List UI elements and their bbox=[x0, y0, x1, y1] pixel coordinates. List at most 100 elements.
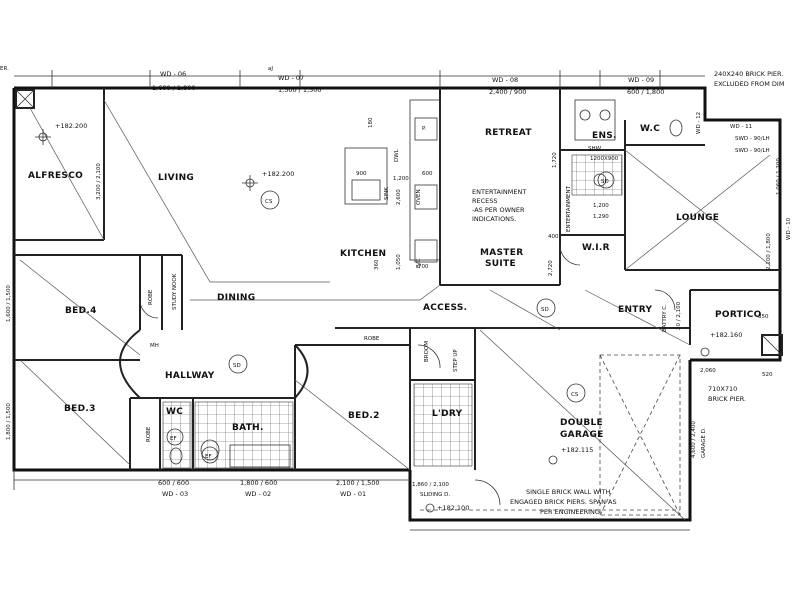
level-alfresco: +182.200 bbox=[55, 122, 87, 130]
smoke-detector-1 bbox=[228, 354, 248, 374]
label-garage-word: GARAGE D. bbox=[701, 427, 707, 458]
note-pier-710-2: BRICK PIER. bbox=[708, 395, 746, 403]
label-ent-recess: ENTERTAINMENT bbox=[566, 185, 572, 232]
brick-pier-710 bbox=[761, 334, 783, 356]
label-oven: OVEN bbox=[416, 189, 422, 205]
room-wc: W.C bbox=[640, 124, 660, 134]
room-entry: ENTRY bbox=[618, 305, 652, 315]
door-sliding-size: 1,860 / 2,100 bbox=[412, 482, 449, 488]
label-cs1: CS bbox=[265, 199, 273, 205]
note-entertain-4: INDICATIONS. bbox=[472, 215, 516, 223]
label-sd3: SD bbox=[601, 179, 609, 185]
dim-1290: 1,290 bbox=[593, 214, 609, 220]
label-battery: BATTRY C. bbox=[662, 304, 668, 332]
label-bc: B/C bbox=[416, 258, 422, 268]
garage-door-outline bbox=[599, 354, 681, 516]
window-wd09: WD - 09 bbox=[628, 76, 654, 84]
toilet-wc bbox=[169, 447, 183, 465]
dim-2600: 2,600 bbox=[396, 189, 402, 205]
room-garage-2: GARAGE bbox=[560, 430, 604, 440]
room-wc2: WC bbox=[166, 407, 183, 417]
room-kitchen: KITCHEN bbox=[340, 249, 386, 259]
bathtub bbox=[229, 444, 291, 468]
door-sliding: SLIDING D. bbox=[420, 492, 450, 498]
label-shw: SHW bbox=[588, 146, 602, 152]
window-wd02: WD - 02 bbox=[245, 490, 271, 498]
window-wd06-size: 1,600 / 1,800 bbox=[152, 84, 196, 92]
room-laundry: L'DRY bbox=[432, 409, 463, 419]
room-alfresco: ALFRESCO bbox=[28, 171, 83, 181]
label-shw-size: 1200X900 bbox=[590, 156, 619, 162]
label-step-up: STEP UP bbox=[453, 349, 459, 372]
window-wd01: WD - 01 bbox=[340, 490, 366, 498]
room-garage-1: DOUBLE bbox=[560, 418, 603, 428]
label-ef1: EF bbox=[170, 436, 177, 442]
dim-400: 400 bbox=[548, 234, 559, 240]
smoke-detector-3 bbox=[597, 171, 615, 189]
note-wall-1: SINGLE BRICK WALL WITH bbox=[526, 488, 611, 496]
ceiling-symbol-cs2 bbox=[566, 383, 586, 403]
label-er: ER. bbox=[0, 66, 9, 72]
exhaust-fan-bath bbox=[200, 439, 220, 461]
label-aj: aJ bbox=[268, 66, 273, 72]
dim-700: 700 bbox=[418, 264, 429, 270]
corner-pier bbox=[15, 89, 35, 109]
exhaust-fan-2 bbox=[201, 446, 219, 464]
room-access: ACCESS. bbox=[423, 303, 467, 313]
ceiling-lines bbox=[19, 99, 771, 521]
room-bath: BATH. bbox=[232, 423, 264, 433]
label-mh: MH bbox=[150, 343, 159, 349]
dim-1800: 1,800 / 1,500 bbox=[6, 403, 12, 440]
laundry-tiles bbox=[413, 383, 473, 467]
window-wd03-size: 600 / 600 bbox=[158, 479, 189, 487]
ceiling-symbol-cs1 bbox=[260, 190, 280, 210]
kitchen-island bbox=[344, 99, 441, 263]
label-study: STUDY NOOK bbox=[172, 273, 178, 310]
label-sink: SINK bbox=[384, 187, 390, 200]
level-markers bbox=[35, 129, 710, 513]
label-cs2: CS bbox=[571, 392, 579, 398]
window-wd07: WD - 07 bbox=[278, 74, 304, 82]
dim-900: 900 bbox=[356, 171, 367, 177]
level-garage: +182.115 bbox=[561, 446, 593, 454]
dim-1600: 1,600 / 1,500 bbox=[6, 285, 12, 322]
dim-20: 20 / 2,100 bbox=[676, 301, 682, 330]
window-wd12: WD - 12 bbox=[696, 112, 702, 134]
level-sliding: +182.100 bbox=[437, 504, 469, 512]
dim-1050: 1,050 bbox=[396, 254, 402, 270]
window-wd03: WD - 03 bbox=[162, 490, 188, 498]
label-sweep2: SWD - 90/LH bbox=[735, 148, 770, 154]
room-hallway: HALLWAY bbox=[165, 371, 215, 381]
dim-600: 600 bbox=[422, 171, 433, 177]
dim-520: 520 bbox=[762, 372, 773, 378]
label-sweep: SWD - 90/LH bbox=[735, 136, 770, 142]
window-wd11: WD - 11 bbox=[730, 124, 752, 130]
note-entertain-3: -AS PER OWNER bbox=[472, 206, 525, 214]
label-broom: BROOM bbox=[424, 341, 430, 362]
room-bed3: BED.3 bbox=[64, 404, 96, 414]
dim-1200: 1,200 bbox=[393, 176, 409, 182]
room-master-1: MASTER bbox=[480, 248, 523, 258]
note-pier-710-1: 710X710 bbox=[708, 385, 737, 393]
room-ensuite: ENS. bbox=[592, 131, 617, 141]
label-garage-dim: 4,600 / 2,400 bbox=[691, 421, 697, 458]
room-portico: PORTICO bbox=[715, 310, 762, 320]
doors bbox=[139, 244, 676, 506]
dim-1720: 1,720 bbox=[552, 152, 558, 168]
level-portico: +182.160 bbox=[710, 331, 742, 339]
note-wall-3: PER ENGINEERING. bbox=[540, 508, 602, 516]
room-bed2: BED.2 bbox=[348, 411, 380, 421]
label-robe3: ROBE bbox=[146, 426, 152, 442]
window-wd08: WD - 08 bbox=[492, 76, 518, 84]
window-wd02-size: 1,800 / 600 bbox=[240, 479, 277, 487]
room-living: LIVING bbox=[158, 173, 194, 183]
ensuite-vanity bbox=[574, 99, 616, 141]
dim-360: 360 bbox=[374, 259, 380, 270]
room-lounge: LOUNGE bbox=[676, 213, 719, 223]
smoke-detector-2 bbox=[536, 298, 556, 318]
window-wd09-size: 600 / 1,800 bbox=[627, 88, 664, 96]
label-ef2: EF bbox=[205, 454, 212, 460]
dim-350: 350 bbox=[758, 314, 769, 320]
note-entertain-1: ENTERTAINMENT bbox=[472, 188, 526, 196]
